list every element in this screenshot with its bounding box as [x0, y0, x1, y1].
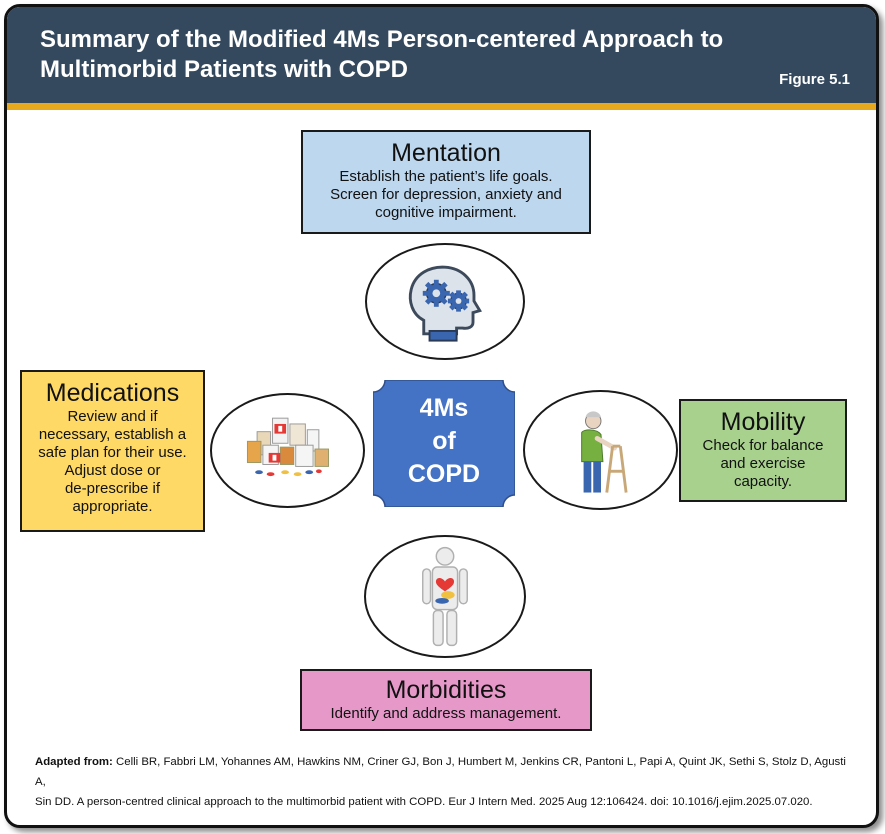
citation-prefix: Adapted from: — [35, 756, 113, 768]
medications-box: Medications Review and if necessary, est… — [20, 370, 205, 532]
mobility-icon-circle — [523, 390, 678, 510]
medications-icon-circle — [210, 393, 365, 508]
header-bar: Summary of the Modified 4Ms Person-cente… — [7, 7, 876, 103]
morbidities-line: Identify and address management. — [330, 705, 562, 722]
citation-line: Celli BR, Fabbri LM, Yohannes AM, Hawkin… — [35, 756, 846, 788]
mobility-box: Mobility Check for balance and exercise … — [679, 399, 847, 502]
center-line: COPD — [407, 460, 481, 488]
morbidities-box: Morbidities Identify and address managem… — [300, 669, 592, 731]
mobility-line: capacity. — [733, 473, 793, 490]
mentation-icon-circle — [365, 243, 525, 360]
body-organs-icon — [422, 546, 468, 647]
mentation-box: Mentation Establish the patient’s life g… — [301, 130, 591, 234]
mobility-line: and exercise — [720, 455, 806, 472]
figure-label: Figure 5.1 — [779, 71, 850, 88]
center-4ms-shape — [373, 380, 515, 507]
mobility-line: Check for balance — [702, 437, 824, 454]
center-line: of — [432, 427, 456, 455]
pill-bottles-icon — [246, 417, 330, 477]
mentation-line: Establish the patient’s life goals. — [339, 168, 553, 185]
mobility-title: Mobility — [720, 408, 806, 436]
medications-line: necessary, establish a — [38, 426, 187, 443]
figure-title: Summary of the Modified 4Ms Person-cente… — [40, 26, 724, 83]
head-gears-icon — [408, 265, 482, 342]
mentation-title: Mentation — [391, 139, 501, 167]
mentation-line: Screen for depression, anxiety and — [330, 186, 562, 203]
elderly-walker-icon — [581, 411, 628, 493]
medications-line: appropriate. — [72, 498, 153, 515]
medications-line: Adjust dose or — [64, 462, 161, 479]
medications-line: Review and if — [67, 408, 158, 425]
accent-divider — [7, 103, 876, 110]
medications-line: de-prescribe if — [64, 480, 161, 497]
mentation-line: cognitive impairment. — [375, 204, 517, 221]
center-line: 4Ms — [419, 394, 469, 422]
citation-line: Sin DD. A person-centred clinical approa… — [35, 796, 813, 808]
center-label: 4Ms of COPD — [373, 392, 515, 491]
citation: Adapted from: Celli BR, Fabbri LM, Yohan… — [35, 752, 855, 812]
medications-title: Medications — [45, 379, 180, 407]
morbidities-title: Morbidities — [385, 676, 507, 704]
medications-line: safe plan for their use. — [38, 444, 187, 461]
morbidities-icon-circle — [364, 535, 526, 658]
